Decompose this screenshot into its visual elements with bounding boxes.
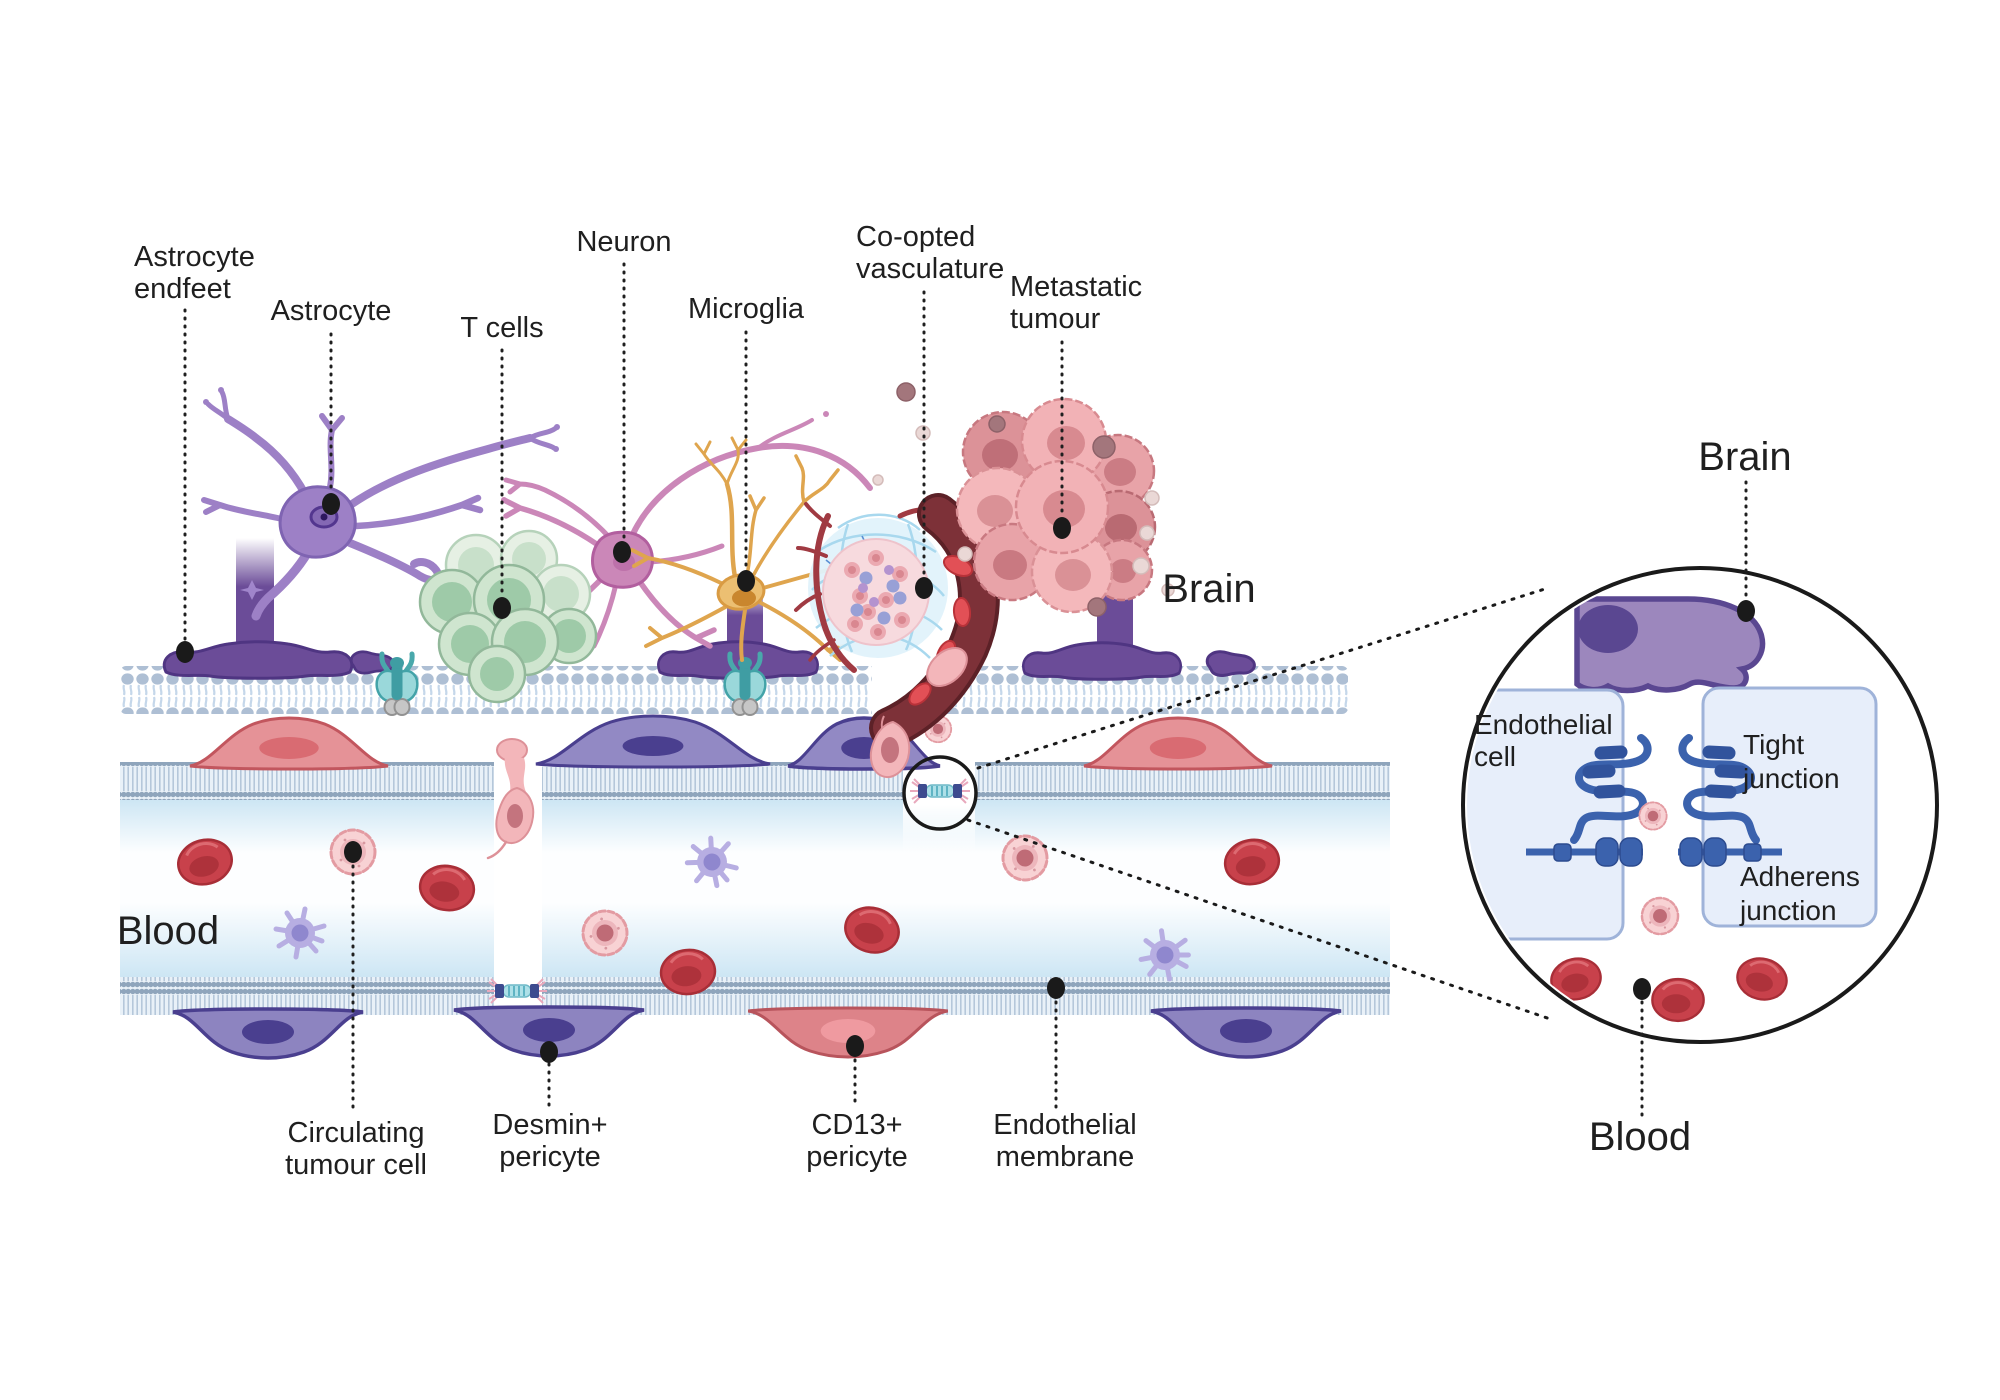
co-opted-vasculature [794, 493, 1000, 778]
astrocyte-endfeet-label: Astrocyte [134, 241, 255, 273]
inset-tight-junction-label-2: junction [1742, 763, 1840, 794]
cd13-label: CD13+ [811, 1109, 902, 1141]
inset-tumour-cell [1640, 896, 1680, 936]
dot-cd13 [846, 1035, 864, 1057]
dot-metastatic [1053, 517, 1071, 539]
blood-region-label: Blood [117, 909, 219, 953]
inset-blood-dot [1633, 978, 1651, 1000]
cd13-label-2: pericyte [806, 1141, 908, 1173]
dot-desmin [540, 1041, 558, 1063]
astrocyte-label: Astrocyte [271, 295, 392, 327]
endothelial-cell-row [188, 714, 1274, 771]
inset-connector-bottom [966, 818, 1555, 1022]
tumour-vesicles [872, 382, 1175, 617]
circulating-label: Circulating [288, 1117, 425, 1149]
metastatic-label: Metastatic [1010, 271, 1142, 303]
dot-microglia [737, 570, 755, 592]
tight-junction-beads [1582, 745, 1748, 799]
endothelial-membrane-label: Endothelial [993, 1109, 1137, 1141]
co-opted-label: Co-opted [856, 221, 975, 253]
dot-endothelial-membrane [1047, 977, 1065, 999]
pericyte [171, 1007, 365, 1060]
metastatic-label-2: tumour [1010, 303, 1101, 335]
vasculature-inner-cells [844, 550, 910, 640]
adherens-junction-proteins [1526, 837, 1782, 867]
inset-endothelial-cell-label: Endothelial [1474, 709, 1613, 740]
neuron-label: Neuron [576, 226, 671, 258]
tumour-cell-crossing-bilayer [869, 715, 911, 778]
dot-neuron [613, 541, 631, 563]
inset-tumour-cell [1638, 801, 1668, 831]
inset-endothelial-cell-right [1701, 686, 1878, 928]
tumour-cell-on-vessel [926, 646, 968, 688]
blood-cells [171, 714, 1284, 999]
vessel-stack [120, 666, 1390, 1015]
sparkle-icon [240, 580, 264, 600]
inset-blood-label: Blood [1589, 1115, 1691, 1159]
membrane-gap-right-fade [903, 805, 975, 860]
inset-adherens-junction-label-2: junction [1739, 895, 1837, 926]
inset-endothelial-cell-label-2: cell [1474, 741, 1516, 772]
annotations: Astrocyte endfeet Astrocyte T cells Neur… [117, 221, 1256, 1181]
inset-connector-top [976, 586, 1550, 770]
extravasating-tumour-cell [486, 738, 535, 860]
cd13-pericyte [746, 1006, 950, 1059]
dot-astrocyte [322, 493, 340, 515]
co-opted-label-2: vasculature [856, 253, 1004, 285]
microglia-label: Microglia [688, 293, 805, 325]
desmin-pericyte [452, 1005, 646, 1058]
dot-circulating [344, 841, 362, 863]
inset-adherens-junction-label: Adherens [1740, 861, 1860, 892]
dot-co-opted [915, 577, 933, 599]
t-cell-cluster [418, 529, 598, 704]
inset-tight-junction-label: Tight [1743, 729, 1804, 760]
endfoot-blob [1205, 650, 1256, 677]
dot-astrocyte-endfeet [176, 641, 194, 663]
desmin-label: Desmin+ [492, 1109, 607, 1141]
inset-zoom: Endothelial cell Tight junction Adherens… [1461, 435, 1939, 1159]
microglia-nucleus [732, 589, 756, 607]
metastatic-tumour-cluster [872, 382, 1175, 617]
dot-t-cells [493, 597, 511, 619]
magnifier-circle [902, 755, 978, 831]
pericyte-row [171, 1005, 1343, 1060]
inset-brain-dot [1737, 600, 1755, 622]
astrocyte-endfoot [1021, 641, 1183, 681]
t-cells-label: T cells [460, 312, 543, 344]
circulating-label-2: tumour cell [285, 1149, 427, 1181]
brain-region-label: Brain [1162, 567, 1255, 611]
endothelial-membrane-label-2: membrane [996, 1141, 1135, 1173]
inset-brain-label: Brain [1698, 435, 1791, 479]
inset-circle-outline [1461, 566, 1939, 1044]
inset-endfoot-nucleus [1578, 605, 1638, 653]
blood-lumen [120, 800, 1390, 977]
astrocyte-endfeet-label-2: endfeet [134, 273, 231, 305]
astrocyte-cell [201, 387, 560, 621]
inset-red-blood-cell [1650, 977, 1706, 1023]
desmin-label-2: pericyte [499, 1141, 601, 1173]
pericyte [1149, 1006, 1343, 1059]
